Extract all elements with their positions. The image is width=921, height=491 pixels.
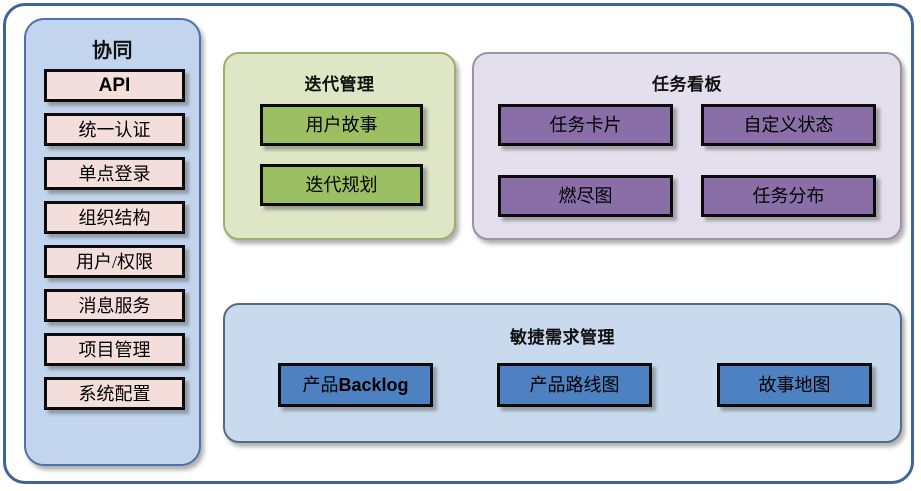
agile-item-product-roadmap[interactable]: 产品路线图	[497, 363, 652, 407]
collaboration-item-user-permission[interactable]: 用户/权限	[44, 245, 185, 278]
collaboration-item-unified-auth[interactable]: 统一认证	[44, 113, 185, 146]
collaboration-item-project-management[interactable]: 项目管理	[44, 333, 185, 366]
agile-item-product-backlog-suffix: Backlog	[338, 375, 409, 395]
taskboard-item-custom-status[interactable]: 自定义状态	[701, 104, 876, 146]
taskboard-item-burndown-chart[interactable]: 燃尽图	[498, 175, 673, 217]
taskboard-item-task-distribution[interactable]: 任务分布	[701, 175, 876, 217]
panel-task-board-title: 任务看板	[652, 75, 722, 94]
iteration-item-user-story[interactable]: 用户故事	[260, 104, 423, 146]
collaboration-item-single-sign-on[interactable]: 单点登录	[44, 157, 185, 190]
collaboration-item-api[interactable]: API	[44, 69, 185, 102]
panel-collaboration-title: 协同	[92, 40, 133, 62]
collaboration-item-list: API 统一认证 单点登录 组织结构 用户/权限 消息服务 项目管理 系统配置	[44, 69, 185, 421]
panel-agile-requirement-management-title: 敏捷需求管理	[510, 328, 615, 347]
collaboration-item-org-structure[interactable]: 组织结构	[44, 201, 185, 234]
panel-collaboration[interactable]: 协同 API 统一认证 单点登录 组织结构 用户/权限 消息服务 项目管理 系统…	[24, 18, 201, 466]
collaboration-item-message-service[interactable]: 消息服务	[44, 289, 185, 322]
collaboration-item-system-config[interactable]: 系统配置	[44, 377, 185, 410]
panel-iteration-management-title: 迭代管理	[304, 75, 375, 94]
taskboard-item-task-card[interactable]: 任务卡片	[498, 104, 673, 146]
iteration-item-iteration-planning[interactable]: 迭代规划	[260, 164, 423, 206]
agile-item-product-backlog-prefix: 产品	[302, 375, 339, 395]
agile-item-story-map[interactable]: 故事地图	[717, 363, 872, 407]
panel-task-board[interactable]: 任务看板 任务卡片 自定义状态 燃尽图 任务分布	[472, 52, 902, 240]
panel-iteration-management[interactable]: 迭代管理 用户故事 迭代规划	[223, 52, 456, 240]
diagram-frame: 协同 API 统一认证 单点登录 组织结构 用户/权限 消息服务 项目管理 系统…	[3, 3, 914, 484]
